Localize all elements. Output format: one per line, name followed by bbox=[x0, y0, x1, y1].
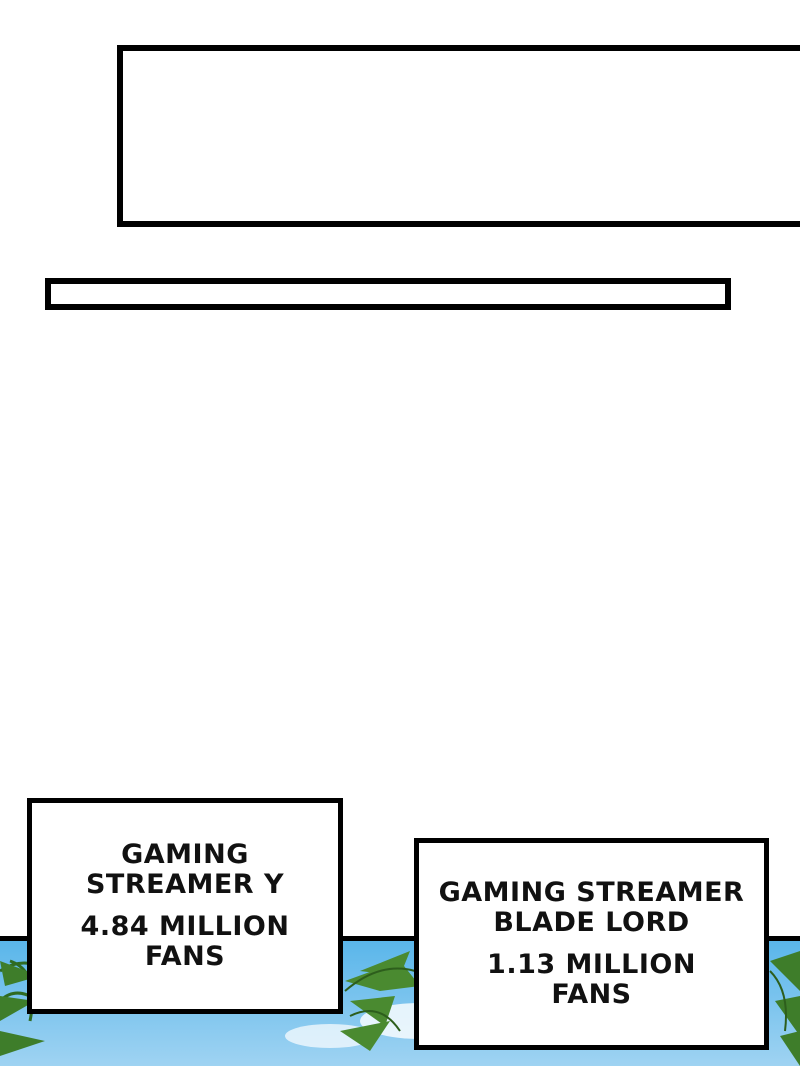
caption-fans-count: 1.13 MILLION bbox=[487, 949, 696, 980]
caption-box-blade-lord: GAMING STREAMER BLADE LORD 1.13 MILLION … bbox=[414, 838, 769, 1050]
caption-title-line: STREAMER Y bbox=[85, 869, 285, 900]
caption-title-line: GAMING STREAMER bbox=[438, 877, 745, 908]
caption-fans-label: FANS bbox=[144, 941, 226, 972]
caption-title-line: GAMING bbox=[121, 839, 249, 870]
caption-box-gaming-streamer-y: GAMING STREAMER Y 4.84 MILLION FANS bbox=[27, 798, 343, 1014]
caption-fans-label: FANS bbox=[551, 979, 632, 1010]
empty-panel-strip bbox=[45, 278, 731, 310]
caption-fans-count: 4.84 MILLION bbox=[80, 911, 290, 942]
empty-panel-top bbox=[117, 45, 800, 227]
caption-title-line: BLADE LORD bbox=[493, 907, 690, 938]
